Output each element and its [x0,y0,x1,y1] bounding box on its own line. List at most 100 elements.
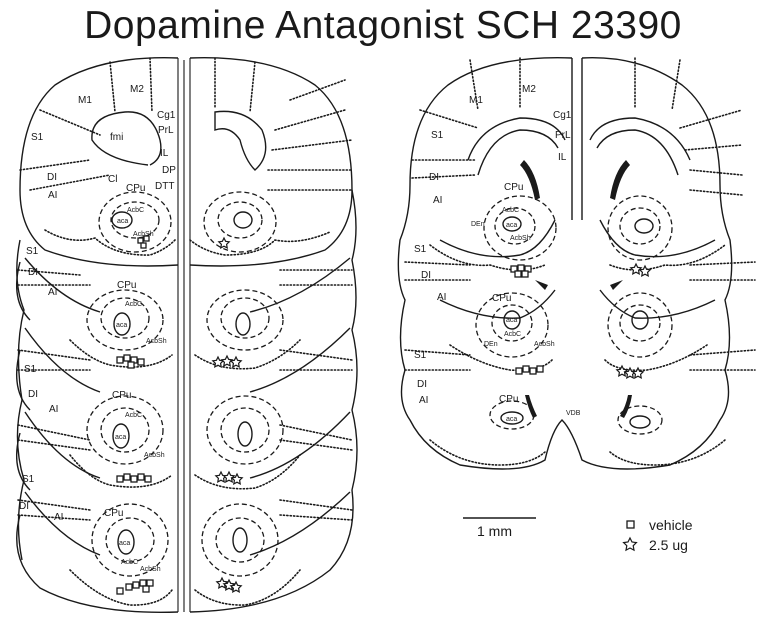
label-cg1-r: Cg1 [553,110,572,121]
label-aca-r3: aca [506,416,517,423]
label-ai-r2: AI [437,292,446,303]
left-striatum-outlines [86,191,284,577]
label-acbc-3: AcbC [125,412,142,419]
label-acbsh-3: AcbSh [144,452,165,459]
legend-vehicle-label: vehicle [649,517,693,533]
vehicle-marker [116,475,124,483]
vehicle-marker [130,475,138,483]
label-acbc: AcbC [127,207,144,214]
label-cpu: CPu [126,183,145,194]
label-cpu-r2: CPu [492,293,511,304]
left-section-stack: M1 M2 S1 Cg1 PrL IL DP DTT fmi Cl CPu DI… [15,57,358,613]
label-acbsh-r: AcbSh [510,235,531,242]
right-striatum-outlines [475,195,673,435]
label-s1-r3: S1 [414,350,427,361]
vehicle-marker [139,579,147,587]
vehicle-marker [142,585,150,593]
left-aca-ovals [111,211,253,555]
label-cpu-3: CPu [112,390,131,401]
label-m2-r: M2 [522,84,536,95]
label-cl: Cl [108,174,117,185]
vehicle-marker [529,367,537,375]
vehicle-marker [517,264,525,272]
label-s1-r: S1 [431,130,444,141]
dose-marker [230,472,244,485]
scale-bar-label: 1 mm [477,523,512,539]
vehicle-marker [515,367,523,375]
label-acbc-2: AcbC [125,301,142,308]
label-acbsh: AcbSh [133,231,154,238]
label-di-r: DI [429,172,439,183]
label-dtt: DTT [155,181,174,192]
vehicle-marker [116,356,124,364]
label-acbsh-2: AcbSh [146,338,167,345]
label-ai: AI [48,190,57,201]
vehicle-marker [123,473,131,481]
dose-marker [631,366,645,379]
label-ai-4: AI [54,512,63,523]
dose-marker [229,355,243,368]
dose-marker [217,236,231,249]
label-di-3: DI [28,389,38,400]
vehicle-marker [125,583,133,591]
label-m1-r: M1 [469,95,483,106]
label-s1-r2: S1 [414,244,427,255]
label-aca-r2: aca [506,317,517,324]
right-aca-ovals [500,216,654,429]
vehicle-marker [521,270,529,278]
label-ai-r3: AI [419,395,428,406]
vehicle-marker [510,265,518,273]
label-acbsh-4: AcbSh [140,566,161,573]
label-cg1: Cg1 [157,110,176,121]
vehicle-markers [116,235,544,595]
scale-bar: 1 mm [463,517,536,539]
label-di-2: DI [28,267,38,278]
vehicle-marker [137,237,144,244]
label-aca-4: aca [119,540,130,547]
right-region-labels: M1 M2 S1 Cg1 PrL IL DI AI CPu AcbC aca D… [414,84,581,423]
label-ai-2: AI [48,287,57,298]
figure-title: Dopamine Antagonist SCH 23390 [84,4,682,47]
label-il-r: IL [558,152,567,163]
label-m1: M1 [78,95,92,106]
label-aca-3: aca [115,434,126,441]
label-di-r2: DI [421,270,431,281]
legend: vehicle 2.5 ug [622,517,693,553]
label-vdb: VDB [566,410,581,417]
label-s1-3: S1 [24,364,37,375]
legend-dose-symbol [622,536,638,552]
label-di-4: DI [19,501,29,512]
vehicle-marker [146,579,154,587]
vehicle-marker [514,270,522,278]
label-den-r2: DEn [484,341,498,348]
dose-markers [211,236,652,593]
label-acbsh-r2: AcbSh [534,341,555,348]
label-prl: PrL [158,125,174,136]
label-di: DI [47,172,57,183]
label-aca: aca [117,218,128,225]
dose-marker [638,264,652,277]
vehicle-marker [143,235,150,242]
vehicle-marker [144,475,152,483]
right-section-stack: M1 M2 S1 Cg1 PrL IL DI AI CPu AcbC aca D… [397,57,756,470]
label-cpu-2: CPu [117,280,136,291]
legend-dose-label: 2.5 ug [649,537,688,553]
label-cpu-r: CPu [504,182,523,193]
dose-marker [211,355,225,368]
label-s1: S1 [31,132,44,143]
label-den-r: DEn [471,221,485,228]
dose-marker [615,364,629,377]
vehicle-marker [522,365,530,373]
label-di-r3: DI [417,379,427,390]
vehicle-marker [127,361,135,369]
vehicle-marker [123,354,131,362]
label-m2: M2 [130,84,144,95]
dose-marker [220,354,234,367]
dose-marker [629,262,643,275]
dose-marker [222,578,236,591]
label-dp: DP [162,165,176,176]
label-aca-r: aca [506,222,517,229]
label-cpu-r3: CPu [499,394,518,405]
dose-marker [229,580,243,593]
label-s1-2: S1 [26,246,39,257]
